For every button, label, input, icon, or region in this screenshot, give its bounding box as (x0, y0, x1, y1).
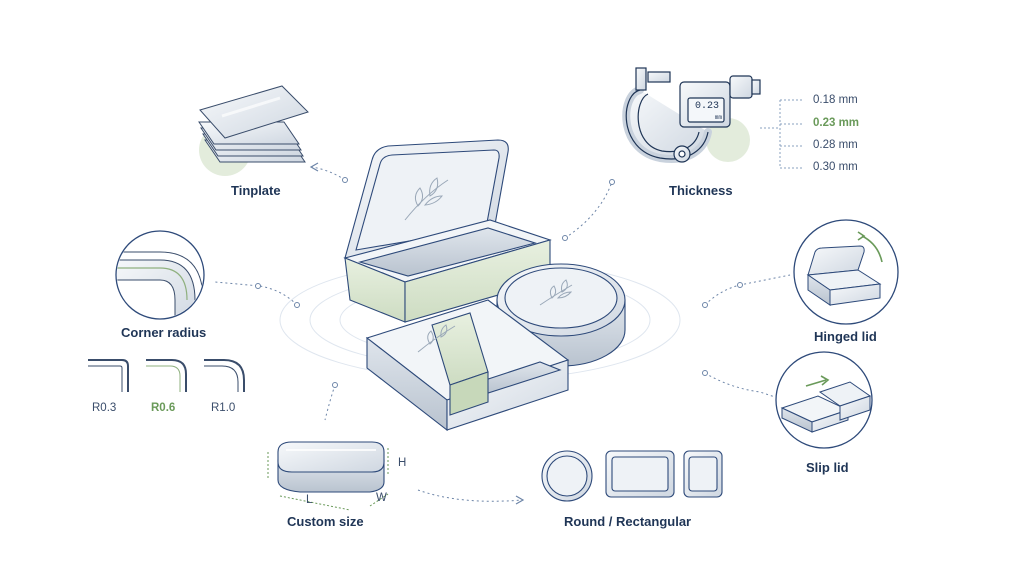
radius-option: R0.3 (92, 402, 117, 414)
dimension-w: W (376, 492, 387, 504)
micrometer-readout: 0.23 mm (690, 100, 724, 121)
shape-square (683, 450, 723, 498)
sliding-tin (365, 299, 570, 432)
hinged-lid-icon (793, 219, 899, 325)
micrometer-readout-unit: mm (714, 114, 722, 121)
label-round-rectangular: Round / Rectangular (564, 514, 692, 529)
slip-lid-icon (775, 351, 873, 449)
dimension-guides (267, 448, 389, 511)
label-tinplate: Tinplate (231, 183, 281, 198)
thickness-options-bracket (760, 99, 803, 169)
radius-option-selected: R0.6 (151, 402, 176, 414)
connector-dots (255, 177, 743, 388)
dimension-h: H (398, 457, 407, 469)
micrometer-icon (622, 67, 761, 163)
label-hinged-lid: Hinged lid (814, 329, 877, 344)
thickness-option: 0.18 mm (813, 94, 858, 106)
shape-round (541, 450, 593, 502)
label-slip-lid: Slip lid (806, 460, 849, 475)
label-corner-radius: Corner radius (121, 325, 207, 340)
thickness-option: 0.28 mm (813, 139, 858, 151)
connector-arrows (309, 162, 525, 505)
thickness-option-selected: 0.23 mm (813, 117, 860, 129)
radius-samples (88, 359, 245, 392)
label-thickness: Thickness (669, 183, 733, 198)
hinged-tin (343, 139, 552, 323)
shape-rectangle (605, 450, 675, 498)
dimension-l: L (306, 494, 313, 506)
radius-option: R1.0 (211, 402, 236, 414)
label-custom-size: Custom size (287, 514, 364, 529)
corner-radius-icon (115, 230, 205, 320)
thickness-option: 0.30 mm (813, 161, 858, 173)
tinplate-icon (198, 85, 309, 176)
micrometer-readout-value: 0.23 (694, 101, 719, 112)
custom-size-icon (277, 441, 385, 493)
